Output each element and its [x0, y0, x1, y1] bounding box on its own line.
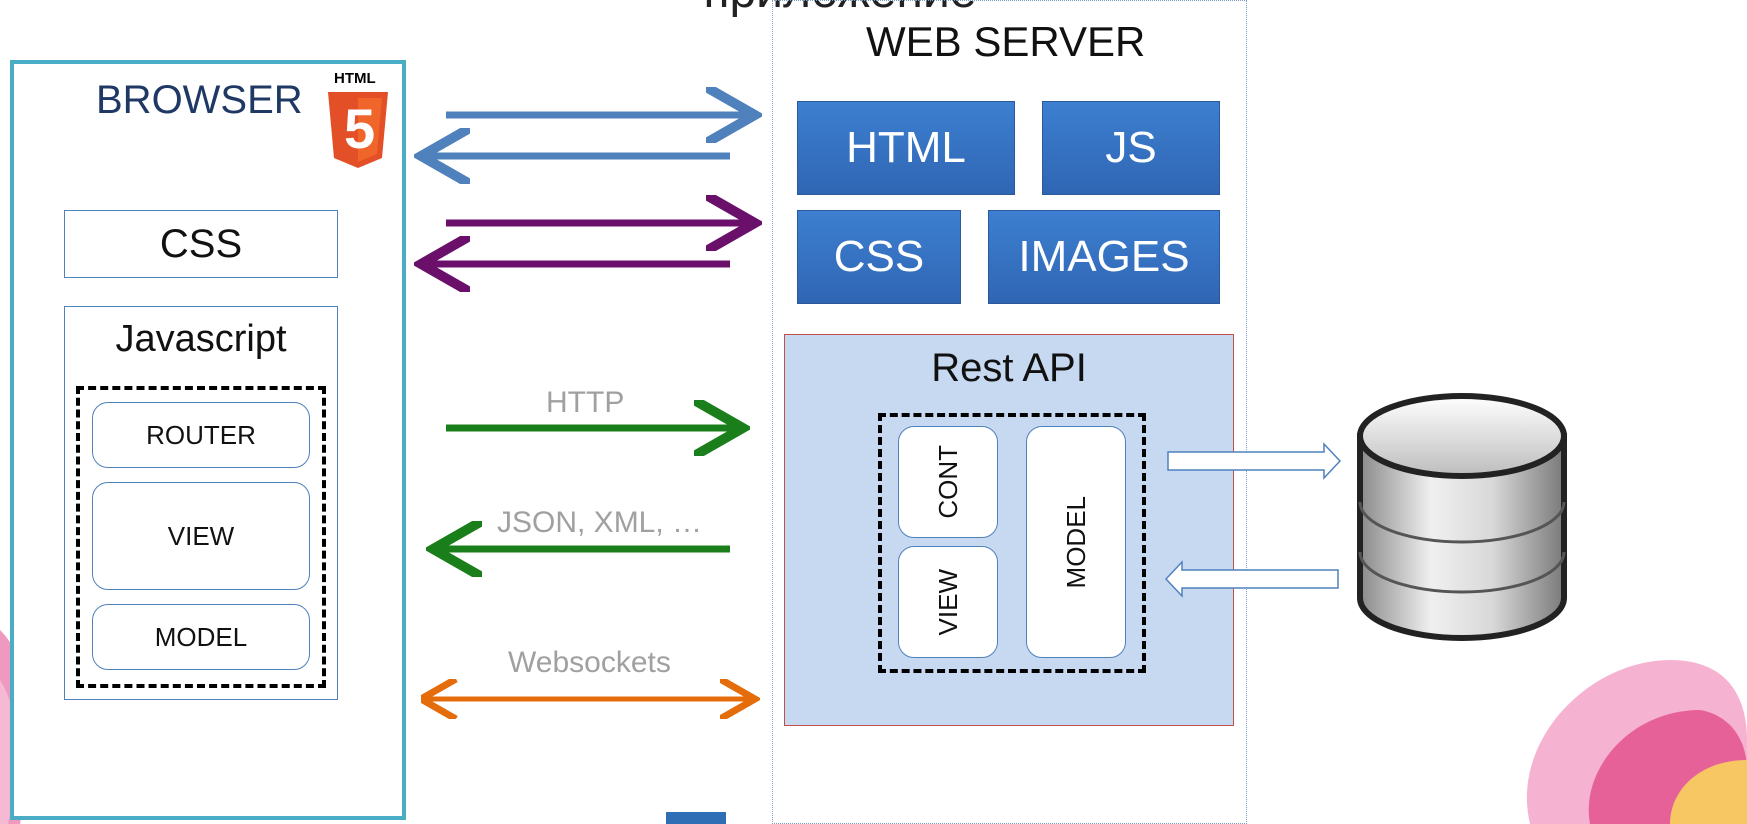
html5-shield-icon: HTML 5 — [322, 70, 394, 170]
browser-model-label: MODEL — [154, 621, 248, 652]
arrow-db-to-api — [1164, 560, 1339, 598]
browser-mvc-group — [76, 386, 326, 688]
footer-logo-fragment — [666, 812, 726, 824]
arrow-api-to-db — [1167, 442, 1342, 480]
server-tile-css-label: CSS — [833, 232, 925, 281]
rest-api-view-box: VIEW — [898, 546, 998, 658]
browser-view-label: VIEW — [167, 520, 235, 551]
server-tile-js-label: JS — [1105, 123, 1157, 172]
web-server-label: WEB SERVER — [866, 18, 1146, 65]
json-xml-label: JSON, XML, … — [497, 506, 703, 539]
browser-router-label: ROUTER — [146, 419, 256, 450]
rest-api-cont-box: CONT — [898, 426, 998, 538]
html5-badge-text: HTML — [334, 70, 376, 87]
browser-model-box: MODEL — [92, 604, 310, 670]
server-tile-images: IMAGES — [988, 210, 1220, 304]
browser-label: BROWSER — [96, 78, 303, 122]
browser-javascript-label: Javascript — [115, 318, 287, 360]
flower-decoration-right — [1526, 660, 1747, 824]
rest-api-mvc-group — [878, 413, 1146, 673]
server-tile-js: JS — [1042, 101, 1220, 195]
server-tile-css: CSS — [797, 210, 961, 304]
http-label: HTTP — [546, 386, 625, 419]
html5-badge-digit: 5 — [344, 97, 376, 160]
browser-css-label: CSS — [159, 221, 243, 266]
browser-router-box: ROUTER — [92, 402, 310, 468]
rest-api-panel — [784, 334, 1234, 726]
server-tile-html: HTML — [797, 101, 1015, 195]
server-tile-html-label: HTML — [846, 123, 966, 172]
browser-view-box: VIEW — [92, 482, 310, 590]
rest-api-label: Rest API — [931, 346, 1087, 390]
database-cylinder-icon — [1357, 393, 1567, 641]
slide-title-fragment: приложение — [560, 0, 1120, 19]
rest-api-model-box: MODEL — [1026, 426, 1126, 658]
server-tile-images-label: IMAGES — [1018, 232, 1190, 281]
websockets-label: Websockets — [508, 646, 671, 679]
browser-css-box: CSS — [64, 210, 338, 278]
